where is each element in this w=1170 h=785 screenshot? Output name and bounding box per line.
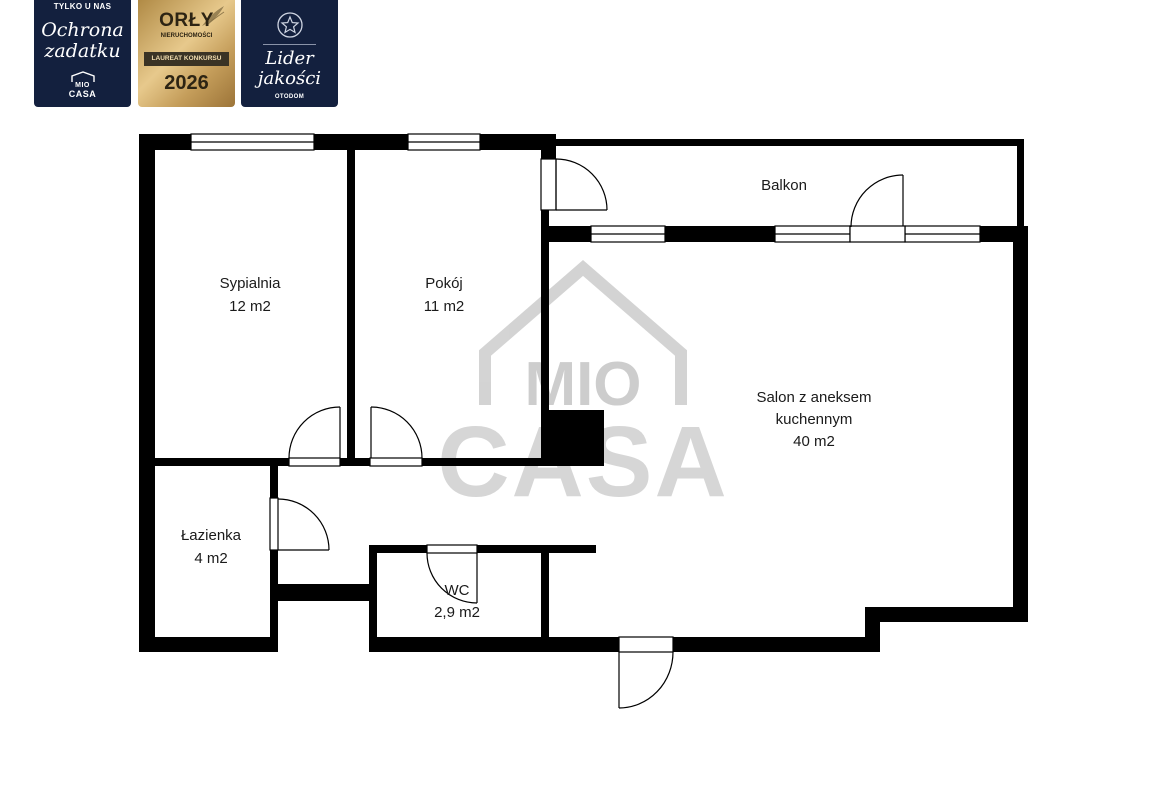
watermark-house-icon — [479, 260, 687, 405]
badge-title: ORŁY — [159, 10, 214, 31]
door-lazienka — [269, 497, 330, 551]
room-wc-area: 2,9 m2 — [434, 604, 480, 621]
door-salon-balcony — [849, 174, 906, 243]
door-wc — [426, 544, 478, 604]
wall-wc-top-2 — [477, 545, 596, 553]
door-pokoj — [369, 406, 423, 467]
ochrona-zadatku-badge: TYLKO U NAS Ochrona zadatku MIO CASA — [34, 0, 131, 107]
house-icon — [70, 71, 95, 82]
wall-top-mid — [314, 134, 408, 150]
room-pokoj-area: 11 m2 — [424, 298, 465, 315]
wall-top-right — [480, 134, 556, 150]
wall-bedroom-bottom-2 — [340, 458, 370, 466]
badge-main-text: Ochrona zadatku — [34, 20, 131, 62]
logo-small-text: MIO — [75, 82, 90, 89]
wall-bedroom-bottom-3 — [422, 458, 604, 466]
wall-wc-left — [369, 545, 377, 652]
door-entrance — [618, 636, 674, 709]
walls — [139, 134, 1028, 652]
door-sypialnia — [288, 406, 341, 467]
wall-outer-right — [1013, 226, 1028, 622]
room-labels: Sypialnia 12 m2 Pokój 11 m2 Balkon Salon… — [181, 177, 872, 621]
room-salon-name2: kuchennym — [776, 411, 853, 428]
wall-wc-top-1 — [369, 545, 427, 553]
doors — [269, 158, 906, 709]
badge-main-text: Lider jakości — [241, 49, 338, 89]
room-sypialnia-name: Sypialnia — [220, 275, 282, 292]
room-lazienka-name: Łazienka — [181, 527, 242, 544]
badge-top-text: TYLKO U NAS — [53, 2, 112, 11]
balcony-top — [541, 139, 1024, 146]
wing-icon — [202, 6, 225, 27]
badge-line1: Lider — [265, 48, 314, 69]
lider-jakosci-badge: Lider jakości OTODOM — [241, 0, 338, 107]
wall-corridor — [278, 584, 369, 601]
wall-outer-left — [139, 134, 155, 651]
wall-bottom-right — [865, 607, 1028, 622]
wall-pokoj-salon — [541, 134, 556, 159]
badge-year: 2026 — [164, 72, 209, 94]
room-lazienka-area: 4 m2 — [194, 550, 227, 567]
wall-top-left — [139, 134, 191, 150]
balcony-right — [1017, 139, 1024, 231]
room-salon-area: 40 m2 — [793, 433, 835, 450]
wall-wc-right — [541, 553, 549, 645]
badge-line2: jakości — [257, 68, 322, 89]
star-icon — [277, 12, 303, 38]
mio-casa-logo: MIO CASA — [34, 70, 131, 99]
door-pokoj-balcony — [540, 158, 608, 211]
wall-bedroom-bottom-1 — [139, 458, 289, 466]
badge-line2: zadatku — [44, 40, 121, 62]
wall-balcony-1 — [541, 226, 591, 242]
room-salon-name: Salon z aneksem — [756, 389, 871, 406]
orly-nieruchomosci-badge: ORŁY NIERUCHOMOŚCI LAUREAT KONKURSU 2026 — [138, 0, 235, 107]
badge-brand: OTODOM — [274, 94, 305, 100]
wall-partition-bedrooms — [347, 150, 355, 465]
wall-bottom-wc — [369, 637, 619, 652]
chimney — [541, 410, 604, 465]
wall-bottom-bath — [139, 637, 278, 652]
badge-rule — [263, 44, 316, 45]
badge-band: LAUREAT KONKURSU — [144, 52, 229, 66]
wall-bottom-salon — [673, 637, 880, 652]
room-balkon-name: Balkon — [761, 177, 807, 194]
wall-pokoj-salon-lower — [541, 210, 549, 465]
room-pokoj-name: Pokój — [425, 275, 463, 292]
room-wc-name: WC — [445, 582, 470, 599]
windows — [190, 133, 981, 243]
room-sypialnia-area: 12 m2 — [229, 298, 271, 315]
watermark: MIO CASA — [437, 260, 727, 518]
wall-balcony-2 — [665, 226, 775, 242]
logo-brand-text: CASA — [68, 89, 97, 99]
badge-subtitle: NIERUCHOMOŚCI — [160, 33, 213, 39]
badge-line1: Ochrona — [41, 19, 124, 41]
wall-bath-right-lower — [270, 550, 278, 652]
wall-bath-right — [270, 466, 278, 498]
